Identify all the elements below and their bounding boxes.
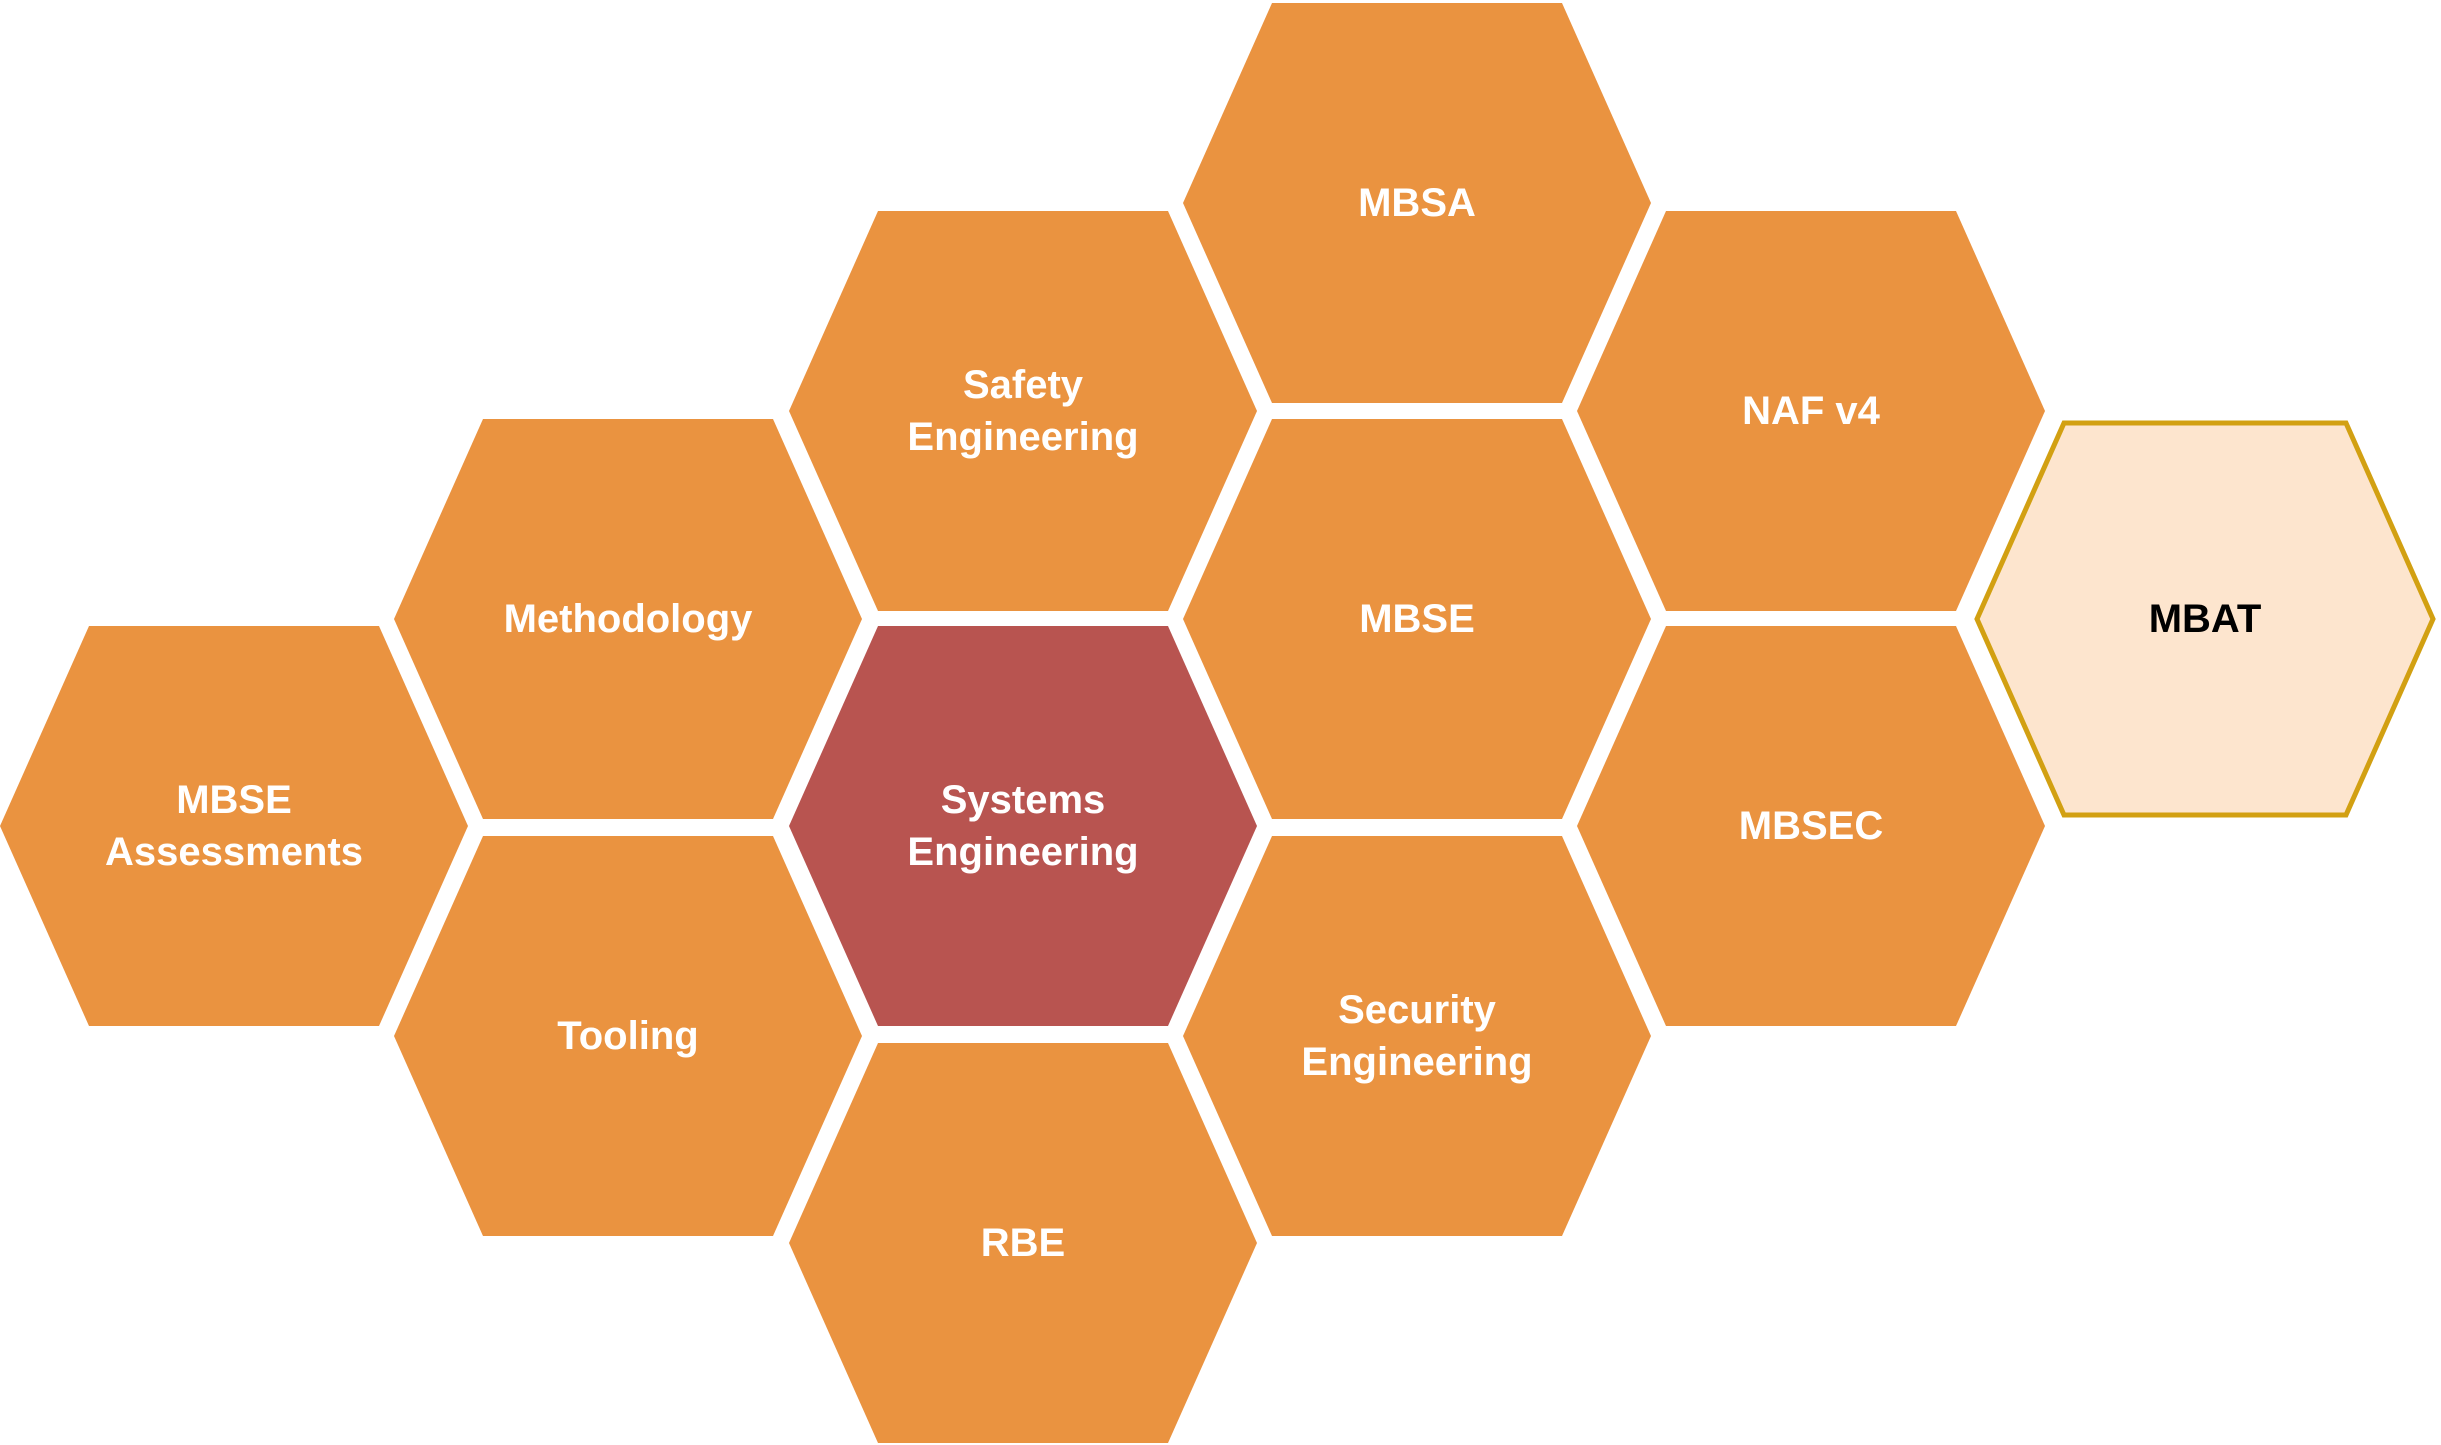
hexagon-label-mbse-assessments: MBSE <box>176 778 292 822</box>
hexagon-tooling: Tooling <box>394 836 862 1236</box>
hexagon-shape-naf-v4 <box>1577 211 2045 611</box>
hexagon-shape-mbse-assessments <box>0 626 468 1026</box>
hexagon-label-tooling: Tooling <box>557 1014 698 1058</box>
hexagon-label-mbse-assessments: Assessments <box>105 830 363 874</box>
hexagon-naf-v4: NAF v4 <box>1577 211 2045 611</box>
hexagon-label-rbe: RBE <box>981 1221 1065 1265</box>
hexagon-label-naf-v4: NAF v4 <box>1742 389 1881 433</box>
hexagon-shape-mbsec <box>1577 626 2045 1026</box>
hexagon-shape-mbat <box>1974 420 2436 818</box>
hexagon-mbat: MBAT <box>1974 420 2436 818</box>
hexagon-rbe: RBE <box>789 1043 1257 1443</box>
hexagon-label-security-engineering: Engineering <box>1301 1040 1532 1084</box>
hexagon-mbse-assessments: MBSE Assessments <box>0 626 468 1026</box>
hexagon-label-methodology: Methodology <box>504 597 754 641</box>
hexagon-label-safety-engineering: Safety <box>963 363 1084 407</box>
hexagon-label-systems-engineering: Systems <box>941 778 1106 822</box>
hexagon-shape-methodology <box>394 419 862 819</box>
hexagon-shape-tooling <box>394 836 862 1236</box>
hexagon-methodology: Methodology <box>394 419 862 819</box>
hexagon-label-security-engineering: Security <box>1338 988 1497 1032</box>
hexagon-label-mbse: MBSE <box>1359 597 1475 641</box>
hexagon-mbse: MBSE <box>1183 419 1651 819</box>
hexagon-shape-safety-engineering <box>789 211 1257 611</box>
hexagon-shape-security-engineering <box>1183 836 1651 1236</box>
hexagon-label-systems-engineering: Engineering <box>907 830 1138 874</box>
hexagon-shape-mbsa <box>1183 3 1651 403</box>
hexagon-label-mbsa: MBSA <box>1358 181 1476 225</box>
hexagon-mbsec: MBSEC <box>1577 626 2045 1026</box>
hexagon-shape-rbe <box>789 1043 1257 1443</box>
hexagon-label-safety-engineering: Engineering <box>907 415 1138 459</box>
hexagon-label-mbat: MBAT <box>2149 597 2262 641</box>
hexagon-shape-systems-engineering <box>789 626 1257 1026</box>
hexagon-shape-mbse <box>1183 419 1651 819</box>
hexagon-label-mbsec: MBSEC <box>1739 804 1883 848</box>
hexagon-mbsa: MBSA <box>1183 3 1651 403</box>
